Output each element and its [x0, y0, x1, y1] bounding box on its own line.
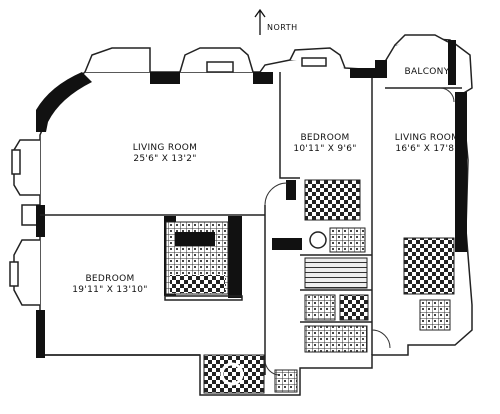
interior-walls	[40, 72, 462, 375]
north-indicator: NORTH	[254, 9, 304, 37]
window-bays	[9, 34, 449, 306]
room-name: BEDROOM	[85, 274, 135, 284]
door-swings	[264, 87, 455, 376]
north-arrow-icon	[254, 9, 266, 35]
room-dimensions: 25'6" X 13'2"	[133, 154, 197, 164]
room-name: BEDROOM	[300, 133, 350, 143]
outer-outline	[21, 37, 473, 396]
room-label-balcony: BALCONY	[392, 67, 462, 78]
room-name: LIVING ROOM	[394, 133, 460, 143]
room-dimensions: 19'11" X 13'10"	[72, 285, 148, 295]
north-label: NORTH	[267, 23, 298, 32]
room-dimensions: 16'6" X 17'8"	[395, 144, 459, 154]
walls	[36, 40, 467, 358]
room-dimensions: 10'11" X 9'6"	[293, 144, 357, 154]
room-name: LIVING ROOM	[132, 143, 198, 153]
room-label-bedroom-large: BEDROOM 19'11" X 13'10"	[55, 274, 165, 296]
room-label-living-room-main: LIVING ROOM 25'6" X 13'2"	[105, 143, 225, 165]
fixtures	[165, 179, 455, 394]
room-label-living-room-right: LIVING ROOM 16'6" X 17'8"	[384, 133, 470, 155]
room-name: BALCONY	[404, 67, 450, 77]
room-label-bedroom-small: BEDROOM 10'11" X 9'6"	[285, 133, 365, 155]
